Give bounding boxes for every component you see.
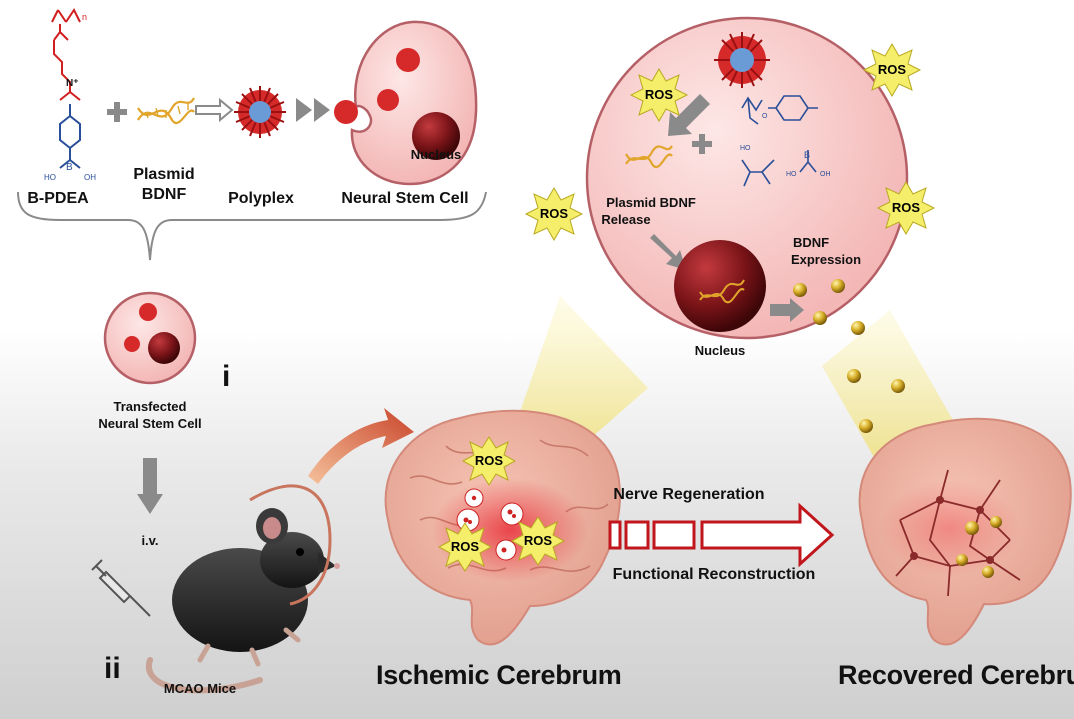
double-arrow-icon	[296, 98, 330, 122]
ros-stars	[437, 43, 936, 572]
chem-o-label: O	[762, 113, 768, 120]
label-bdnf-expression-line1: BDNF	[792, 235, 830, 250]
label-bdnf: BDNF	[141, 186, 187, 203]
label-functional-reconstruction: Functional Reconstruction	[612, 566, 816, 583]
bracket-brace	[17, 191, 487, 261]
chem-n-subscript: n	[82, 12, 87, 22]
label-transfected-line1: Transfected	[113, 399, 187, 414]
intracellular-release-cell: O HO B HO OH	[585, 16, 909, 340]
chem-ho-label-2: HO	[740, 145, 751, 152]
ros-label-5: ROS	[474, 453, 504, 468]
chem-oh: OH	[84, 173, 96, 182]
label-neural-stem-cell: Neural Stem Cell	[341, 190, 469, 207]
label-step-i: i	[222, 360, 231, 393]
chem-b-label-2: B	[804, 150, 810, 160]
ros-label-4: ROS	[644, 87, 674, 102]
label-bpdea: B-PDEA	[27, 190, 89, 207]
ros-label-6: ROS	[450, 539, 480, 554]
plus-icon	[107, 102, 127, 122]
syringe-icon	[91, 559, 151, 617]
chem-n-plus: N⁺	[66, 78, 79, 89]
bpdea-structure	[51, 8, 81, 169]
label-plasmid: Plasmid	[133, 166, 195, 183]
label-mcao-mice: MCAO Mice	[163, 681, 237, 696]
label-nucleus-large: Nucleus	[694, 343, 746, 358]
plasmid-dna-icon	[137, 97, 195, 124]
regeneration-arrow	[608, 502, 835, 568]
label-nucleus-small: Nucleus	[410, 147, 462, 162]
chem-boron: B	[66, 162, 73, 173]
label-ischemic-cerebrum: Ischemic Cerebrum	[376, 660, 622, 690]
chem-oh-label-3: OH	[820, 171, 831, 178]
arrow-right-icon	[195, 97, 234, 123]
label-plasmid-release-line1: Plasmid BDNF	[606, 195, 696, 210]
chem-ho: HO	[44, 173, 56, 182]
mouse-icon	[145, 508, 340, 694]
arc-around-mouse	[249, 484, 332, 606]
label-nerve-regeneration: Nerve Regeneration	[613, 486, 765, 503]
label-bdnf-expression-line2: Expression	[790, 252, 862, 267]
label-polyplex: Polyplex	[228, 190, 294, 207]
ros-label-3: ROS	[891, 200, 921, 215]
label-iv: i.v.	[141, 533, 159, 548]
recovered-brain	[858, 417, 1072, 646]
ros-label-7: ROS	[523, 533, 553, 548]
label-plasmid-release-line2: Release	[601, 212, 651, 227]
transfected-cell	[103, 291, 197, 385]
arrow-down-icon	[137, 458, 163, 514]
label-step-ii: ii	[104, 652, 121, 685]
label-transfected-line2: Neural Stem Cell	[98, 416, 202, 431]
polyplex-icon	[234, 86, 286, 138]
curved-arrow-icon	[308, 408, 414, 484]
label-recovered-cerebrum: Recovered Cerebrum	[838, 660, 1074, 690]
neural-stem-cell	[334, 20, 478, 186]
ros-label-1: ROS	[877, 62, 907, 77]
ros-label-2: ROS	[539, 206, 569, 221]
chem-ho-label-3: HO	[786, 171, 797, 178]
